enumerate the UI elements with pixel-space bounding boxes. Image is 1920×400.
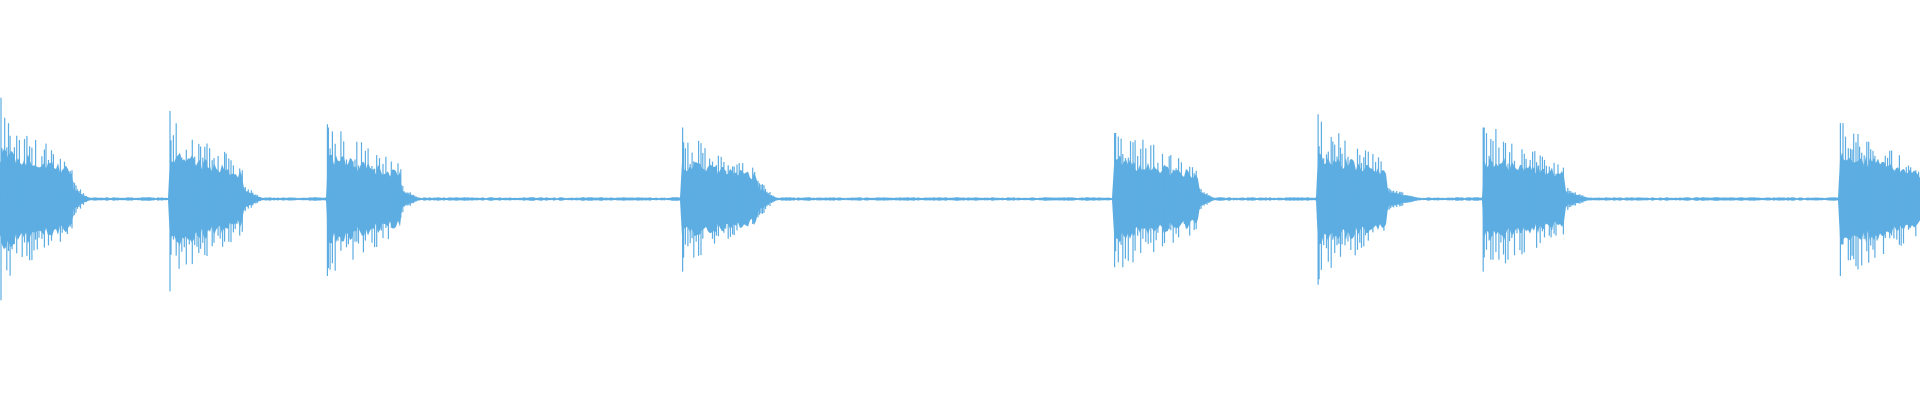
waveform-noise-floor — [0, 197, 1920, 201]
